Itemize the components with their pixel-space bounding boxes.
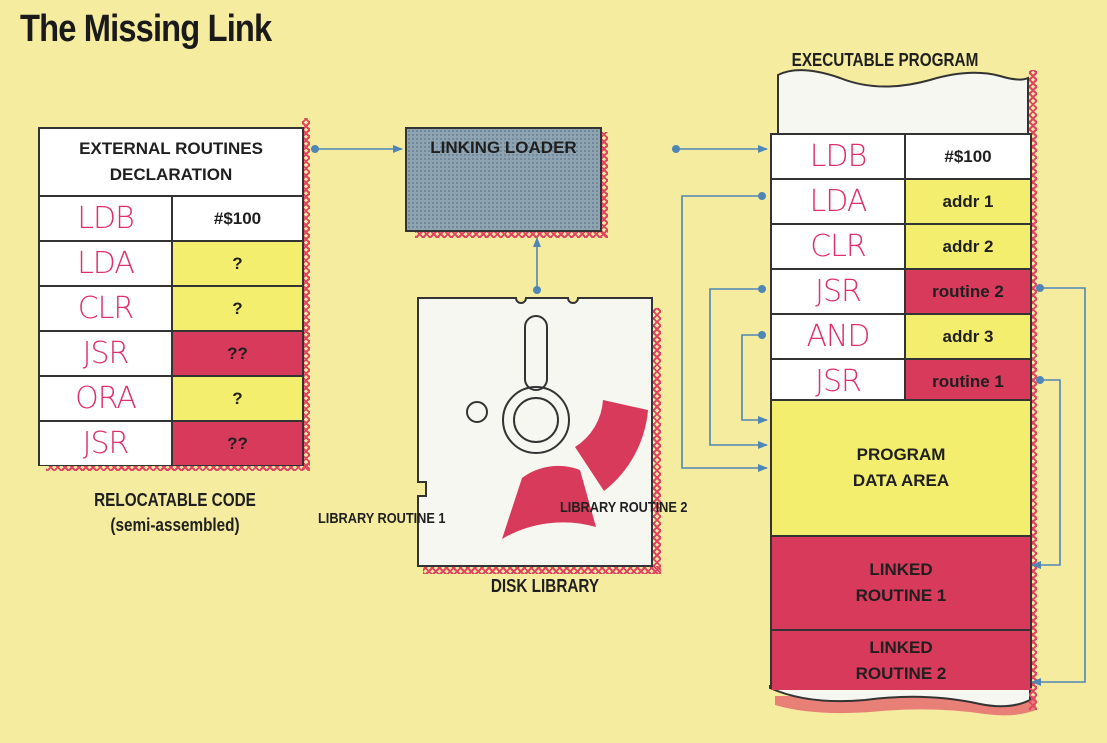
library-routine-1-sector [502,465,596,539]
linked-routine-1: LINKED ROUTINE 1 [772,535,1030,629]
relocatable-row: ORA? [40,375,302,420]
linked-routine-2-line-2: ROUTINE 2 [855,663,947,683]
relocatable-caption-line-2: (semi-assembled) [110,515,240,535]
linked-routine-1-line-2: ROUTINE 1 [855,586,947,605]
executable-mnemonic: JSR [772,270,906,313]
library-routine-2-label: LIBRARY ROUTINE 2 [560,499,688,516]
loader-shadow [600,132,608,238]
arrow-dot-and [758,331,766,339]
library-routine-1-label: LIBRARY ROUTINE 1 [318,510,446,527]
executable-operand: routine 1 [906,360,1030,403]
relocatable-row: JSR?? [40,330,302,375]
relocatable-mnemonic: LDB [40,197,173,240]
executable-operand: addr 1 [906,180,1030,223]
disk-hub-inner [513,397,559,443]
arrow-dot-jsr-routine-2-left [758,285,766,293]
arrow-dot-jsr-routine-1-right [1036,376,1044,384]
relocatable-operand: ? [173,377,302,420]
executable-operand: #$100 [906,135,1030,178]
executable-mnemonic: LDB [772,135,906,178]
arrow-jsr2-to-data-area [709,288,768,449]
relocatable-operand: ? [173,287,302,330]
linked-routine-2: LINKED ROUTINE 2 [772,629,1030,690]
disk-index-slot [524,315,548,391]
data-area-line-1: PROGRAM [856,445,946,464]
relocatable-operand: ? [173,242,302,285]
executable-shadow [1029,70,1037,710]
relocatable-mnemonic: CLR [40,287,173,330]
arrow-dot-disk [533,286,541,294]
arrow-lda-to-data-area [681,195,768,472]
floppy-disk-body [417,297,653,567]
relocatable-operand: ?? [173,332,302,375]
executable-bottom-torn-edge [769,685,1031,708]
executable-mnemonic: JSR [772,360,906,403]
executable-operand: routine 2 [906,270,1030,313]
disk-hub-outer [502,386,570,454]
executable-row: LDB#$100 [772,133,1030,178]
relocatable-mnemonic: LDA [40,242,173,285]
linked-routine-2-line-1: LINKED [869,637,933,657]
linking-loader-label: LINKING LOADER [430,138,577,157]
arrow-dot-loader [672,145,680,153]
relocatable-mnemonic: ORA [40,377,173,420]
arrow-jsr2-to-linked-routine-2 [1031,287,1086,686]
disk-index-hole [466,401,488,423]
arrow-jsr1-to-linked-routine-1 [1031,379,1061,569]
disk-shadow-bottom [423,566,661,574]
relocatable-mnemonic: JSR [40,332,173,375]
linking-loader-box: LINKING LOADER [405,127,602,232]
relocatable-operand: ?? [173,422,302,465]
relocatable-row: LDA? [40,240,302,285]
disk-shadow [653,308,661,574]
declaration-line-2: DECLARATION [109,165,233,184]
executable-mnemonic: LDA [772,180,906,223]
relocatable-mnemonic: JSR [40,422,173,465]
relocatable-shadow [302,118,310,470]
relocatable-shadow-bottom [46,463,310,471]
disk-library-caption: DISK LIBRARY [490,576,600,596]
external-routines-declaration: EXTERNAL ROUTINES DECLARATION [40,129,302,195]
executable-top-torn-edge [777,69,1029,136]
loader-shadow-bottom [415,230,608,238]
library-routine-2-sector [575,400,648,491]
relocatable-caption-line-1: RELOCATABLE CODE [94,490,256,510]
relocatable-row: JSR?? [40,420,302,465]
declaration-line-1: EXTERNAL ROUTINES [79,139,263,158]
arrow-dot-relocatable [311,145,319,153]
data-area-line-2: DATA AREA [852,471,950,490]
arrow-and-to-data-area [741,334,768,424]
executable-operand: addr 2 [906,225,1030,268]
executable-operand: addr 3 [906,315,1030,358]
executable-mnemonic: AND [772,315,906,358]
relocatable-caption: RELOCATABLE CODE (semi-assembled) [69,488,282,538]
page-title: The Missing Link [20,8,272,50]
program-data-area: PROGRAM DATA AREA [772,399,1030,535]
relocatable-row: CLR? [40,285,302,330]
relocatable-operand: #$100 [173,197,302,240]
arrow-dot-lda [758,192,766,200]
executable-mnemonic: CLR [772,225,906,268]
relocatable-row: LDB#$100 [40,195,302,240]
executable-title: EXECUTABLE PROGRAM [791,50,979,70]
arrow-dot-jsr-routine-2-right [1036,284,1044,292]
linked-routine-1-line-1: LINKED [869,560,933,579]
